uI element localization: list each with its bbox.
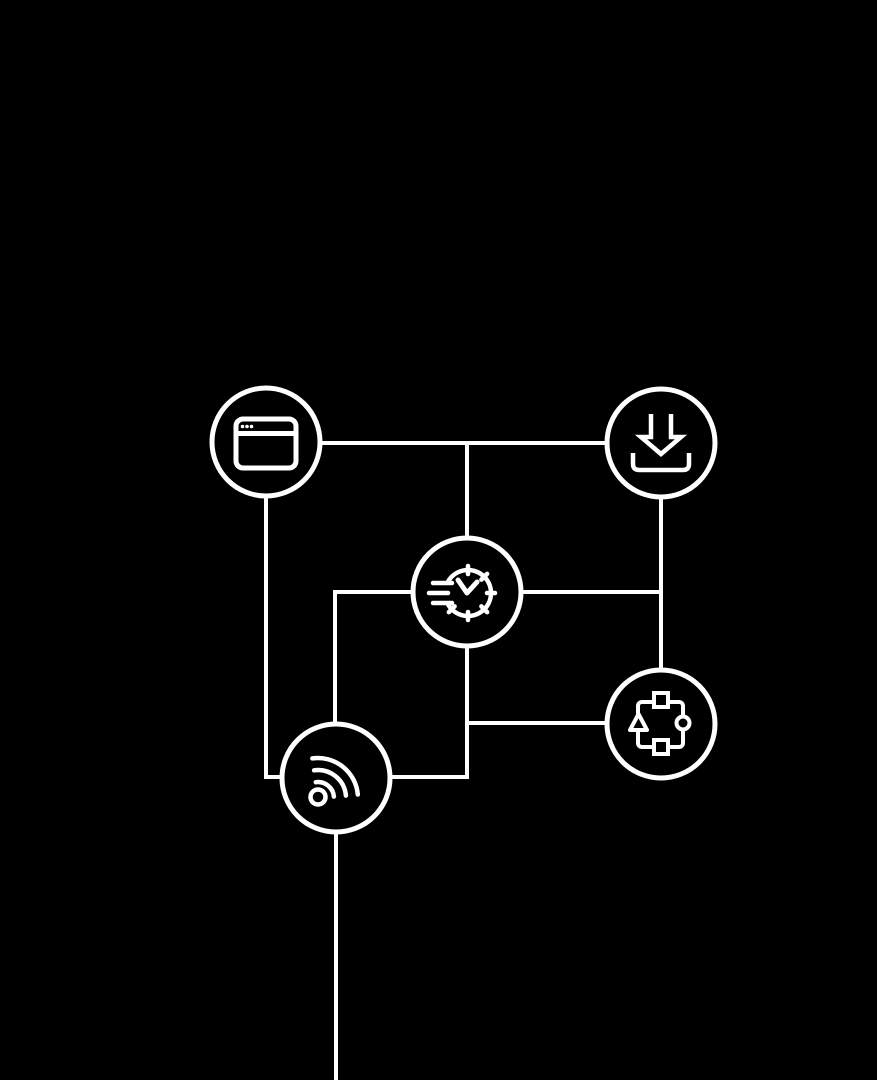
node-clock [410, 535, 524, 649]
node-ring-browser [209, 385, 323, 499]
node-download [604, 386, 718, 500]
connector-clock-to-signal-top [333, 590, 413, 724]
node-workflow [604, 667, 718, 781]
connector-lines [264, 441, 663, 1080]
node-browser [209, 385, 323, 499]
connector-clock-to-signal-right [390, 646, 469, 779]
node-signal [279, 721, 393, 835]
node-ring-workflow [604, 667, 718, 781]
icon-nodes [209, 385, 718, 835]
node-ring-download [604, 386, 718, 500]
connector-browser-to-signal [264, 496, 283, 779]
